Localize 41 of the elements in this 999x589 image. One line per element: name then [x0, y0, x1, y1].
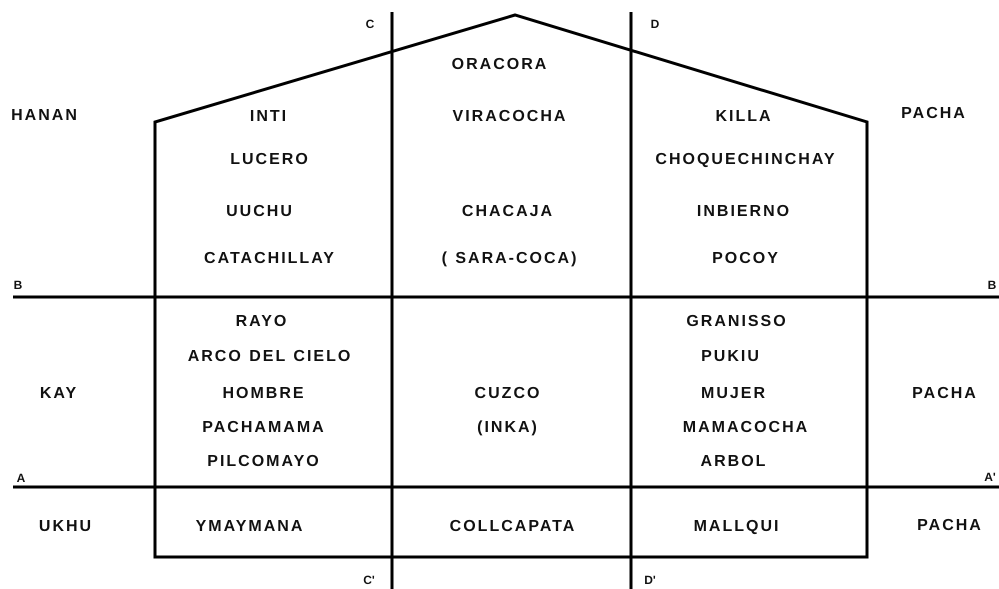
cell-text: UUCHU [226, 203, 294, 221]
cell-text: CHOQUECHINCHAY [655, 151, 837, 169]
cell-text: KILLA [715, 108, 773, 126]
realm-label: HANAN [11, 107, 79, 125]
realm-label: PACHA [901, 105, 967, 123]
cell-text: MUJER [701, 385, 767, 403]
cell-text: PACHAMAMA [202, 419, 326, 437]
cell-text: CUZCO [474, 385, 542, 403]
axis-letter: D [650, 16, 660, 33]
realm-label: PACHA [912, 385, 978, 403]
realm-label: PACHA [917, 517, 983, 535]
cell-text: CATACHILLAY [204, 250, 336, 268]
cell-text: ARBOL [700, 453, 768, 471]
cell-text: (INKA) [477, 419, 539, 437]
cell-text: GRANISSO [686, 313, 788, 331]
cell-text: INTI [250, 108, 288, 126]
cell-text: INBIERNO [696, 203, 792, 221]
cell-text: LUCERO [230, 151, 310, 169]
cell-text: MAMACOCHA [682, 419, 810, 437]
axis-letter: B [988, 277, 996, 294]
axis-letter: C' [363, 572, 375, 589]
cell-text: COLLCAPATA [450, 518, 576, 536]
axis-letter: A [16, 470, 26, 487]
cell-text: POCOY [712, 250, 780, 268]
axis-letter: C [366, 16, 374, 33]
cell-text: MALLQUI [694, 518, 780, 536]
axis-letter: A' [984, 469, 996, 486]
cell-text: ( SARA-COCA) [442, 250, 578, 268]
axis-letter: B [14, 277, 22, 294]
cell-text: ARCO DEL CIELO [188, 348, 352, 366]
cell-text: CHACAJA [462, 203, 554, 221]
cell-text: HOMBRE [222, 385, 306, 403]
cell-text: PUKIU [701, 348, 761, 366]
realm-label: UKHU [38, 518, 94, 536]
cell-text: ORACORA [452, 56, 548, 74]
realm-label: KAY [40, 385, 78, 403]
cell-text: VIRACOCHA [452, 108, 568, 126]
cell-text: YMAYMANA [196, 518, 304, 536]
axis-letter: D' [644, 572, 656, 589]
cell-text: RAYO [236, 313, 288, 331]
cell-text: PILCOMAYO [207, 453, 321, 471]
